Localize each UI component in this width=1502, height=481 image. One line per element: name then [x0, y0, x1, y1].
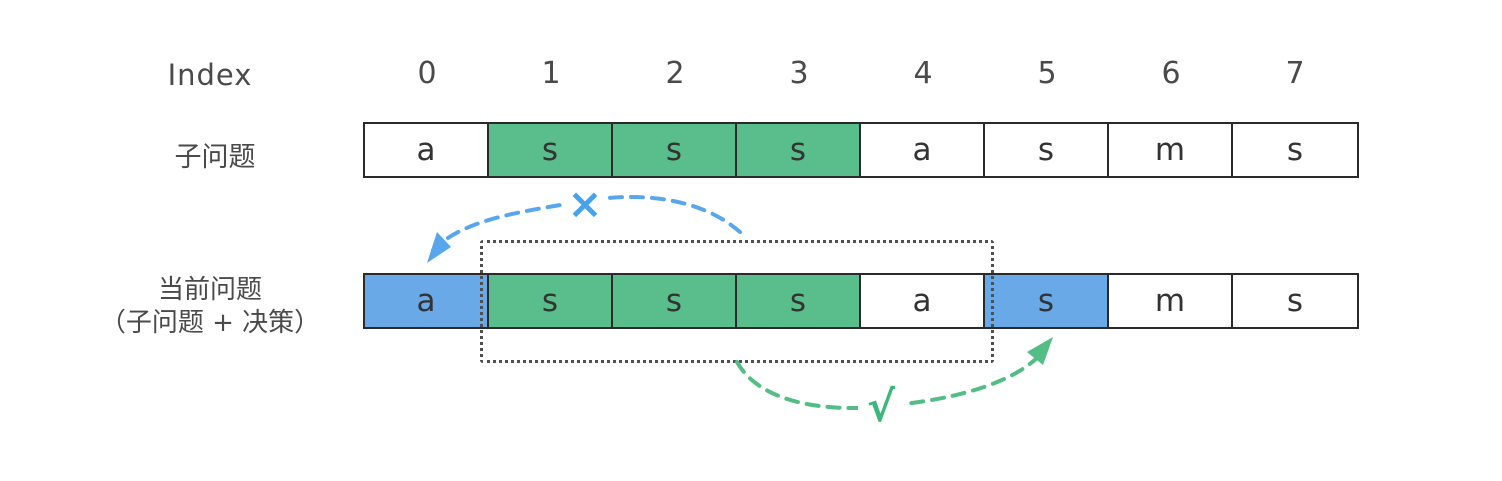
current-cell-0: a: [365, 275, 489, 327]
current-problem-label-line1: 当前问题: [157, 275, 262, 305]
subproblem-array: a s s s a s m s: [363, 122, 1359, 178]
index-value-1: 1: [541, 56, 561, 91]
current-cell-1: s: [489, 275, 613, 327]
current-cell-6: m: [1109, 275, 1233, 327]
subproblem-cell-4: a: [861, 124, 985, 176]
index-value-3: 3: [789, 56, 809, 91]
subproblem-label: 子问题: [174, 142, 256, 173]
current-cell-4: a: [861, 275, 985, 327]
current-cell-2: s: [613, 275, 737, 327]
current-problem-label-line2: （子问题 + 决策）: [99, 308, 321, 338]
index-value-5: 5: [1037, 56, 1057, 91]
subproblem-cell-5: s: [985, 124, 1109, 176]
index-value-0: 0: [417, 56, 437, 91]
accept-check-icon: √: [858, 383, 904, 431]
subproblem-cell-3: s: [737, 124, 861, 176]
index-value-7: 7: [1285, 56, 1305, 91]
current-problem-label: 当前问题 （子问题 + 决策）: [70, 274, 350, 340]
index-value-2: 2: [665, 56, 685, 91]
current-cell-7: s: [1233, 275, 1357, 327]
subproblem-cell-0: a: [365, 124, 489, 176]
index-value-6: 6: [1161, 56, 1181, 91]
current-cell-5: s: [985, 275, 1109, 327]
decision-window-box: [480, 240, 994, 363]
reject-arrowhead-icon: [427, 232, 451, 263]
index-value-4: 4: [913, 56, 933, 91]
current-cell-3: s: [737, 275, 861, 327]
reject-x-icon: ×: [564, 182, 606, 226]
subproblem-cell-6: m: [1109, 124, 1233, 176]
accept-arrowhead-icon: [1027, 337, 1053, 365]
subproblem-cell-1: s: [489, 124, 613, 176]
subproblem-cell-2: s: [613, 124, 737, 176]
subproblem-cell-7: s: [1233, 124, 1357, 176]
current-array: a s s s a s m s: [363, 273, 1359, 329]
index-label: Index: [167, 58, 253, 92]
